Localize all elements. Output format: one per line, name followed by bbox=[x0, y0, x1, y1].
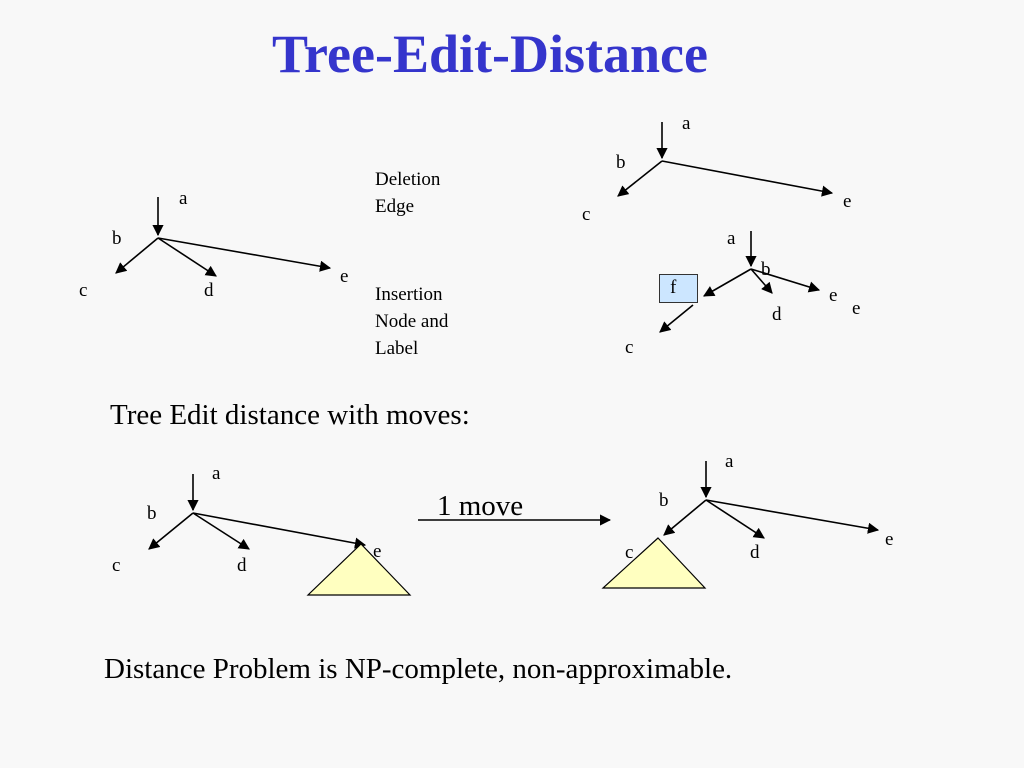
node-label-d: d bbox=[772, 304, 782, 325]
complexity-statement: Distance Problem is NP-complete, non-app… bbox=[104, 653, 733, 685]
subtree-triangle-before bbox=[306, 543, 412, 596]
deletion-line-1: Deletion bbox=[375, 169, 441, 190]
edge-to-e bbox=[192, 512, 367, 549]
insertion-line-1: Insertion bbox=[375, 284, 443, 305]
move-before-tree bbox=[148, 474, 367, 550]
node-label-a: a bbox=[179, 188, 188, 209]
node-label-b: b bbox=[112, 228, 122, 249]
insertion-line-2: Node and bbox=[375, 311, 449, 332]
node-label-a: a bbox=[727, 228, 736, 249]
edge-to-d bbox=[192, 512, 250, 550]
node-label-e: e bbox=[852, 298, 861, 319]
edge-to-e bbox=[750, 268, 821, 293]
deletion-result-tree bbox=[617, 122, 834, 197]
move-after-tree bbox=[663, 461, 880, 539]
node-label-b: b bbox=[659, 490, 669, 511]
node-label-b: b bbox=[147, 503, 157, 524]
edge-to-d bbox=[157, 237, 217, 277]
edge-to-f bbox=[703, 268, 752, 297]
edge-to-e bbox=[157, 237, 332, 272]
deletion-note: Deletion Edge bbox=[375, 166, 440, 220]
node-label-b: b bbox=[616, 152, 626, 173]
insertion-line-3: Label bbox=[375, 338, 419, 359]
edge-to-c bbox=[148, 512, 194, 550]
edge-to-e bbox=[705, 499, 880, 534]
edge-to-c bbox=[617, 160, 663, 197]
node-label-f: f bbox=[670, 277, 677, 298]
node-label-d: d bbox=[237, 555, 247, 576]
edge-f-to-c bbox=[659, 304, 694, 333]
node-label-c: c bbox=[625, 337, 634, 358]
node-label-a: a bbox=[725, 451, 734, 472]
node-label-e: e bbox=[885, 529, 894, 550]
insertion-note: Insertion Node and Label bbox=[375, 281, 448, 362]
node-label-c: c bbox=[79, 280, 88, 301]
subtree-triangle-after bbox=[601, 537, 707, 589]
edge-to-d bbox=[705, 499, 765, 539]
moves-heading: Tree Edit distance with moves: bbox=[110, 399, 470, 431]
node-label-a: a bbox=[212, 463, 221, 484]
node-label-c: c bbox=[112, 555, 121, 576]
edge-to-d bbox=[750, 268, 773, 294]
insertion-result-tree bbox=[659, 231, 821, 333]
node-label-a: a bbox=[682, 113, 691, 134]
edge-to-c bbox=[115, 237, 159, 274]
node-label-e: e bbox=[373, 541, 382, 562]
edge-to-e bbox=[661, 160, 834, 197]
slide-title: Tree-Edit-Distance bbox=[272, 24, 708, 84]
node-label-e: e bbox=[829, 285, 838, 306]
deletion-line-2: Edge bbox=[375, 196, 415, 217]
node-label-c: c bbox=[625, 542, 634, 563]
node-label-e: e bbox=[843, 191, 852, 212]
node-label-d: d bbox=[750, 542, 760, 563]
node-label-b: b bbox=[761, 259, 771, 280]
inserted-node-f: f bbox=[659, 274, 698, 303]
move-label: 1 move bbox=[437, 490, 524, 522]
original-tree bbox=[115, 197, 332, 277]
node-label-c: c bbox=[582, 204, 591, 225]
node-label-e: e bbox=[340, 266, 349, 287]
node-label-d: d bbox=[204, 280, 214, 301]
edge-to-c bbox=[663, 499, 707, 536]
